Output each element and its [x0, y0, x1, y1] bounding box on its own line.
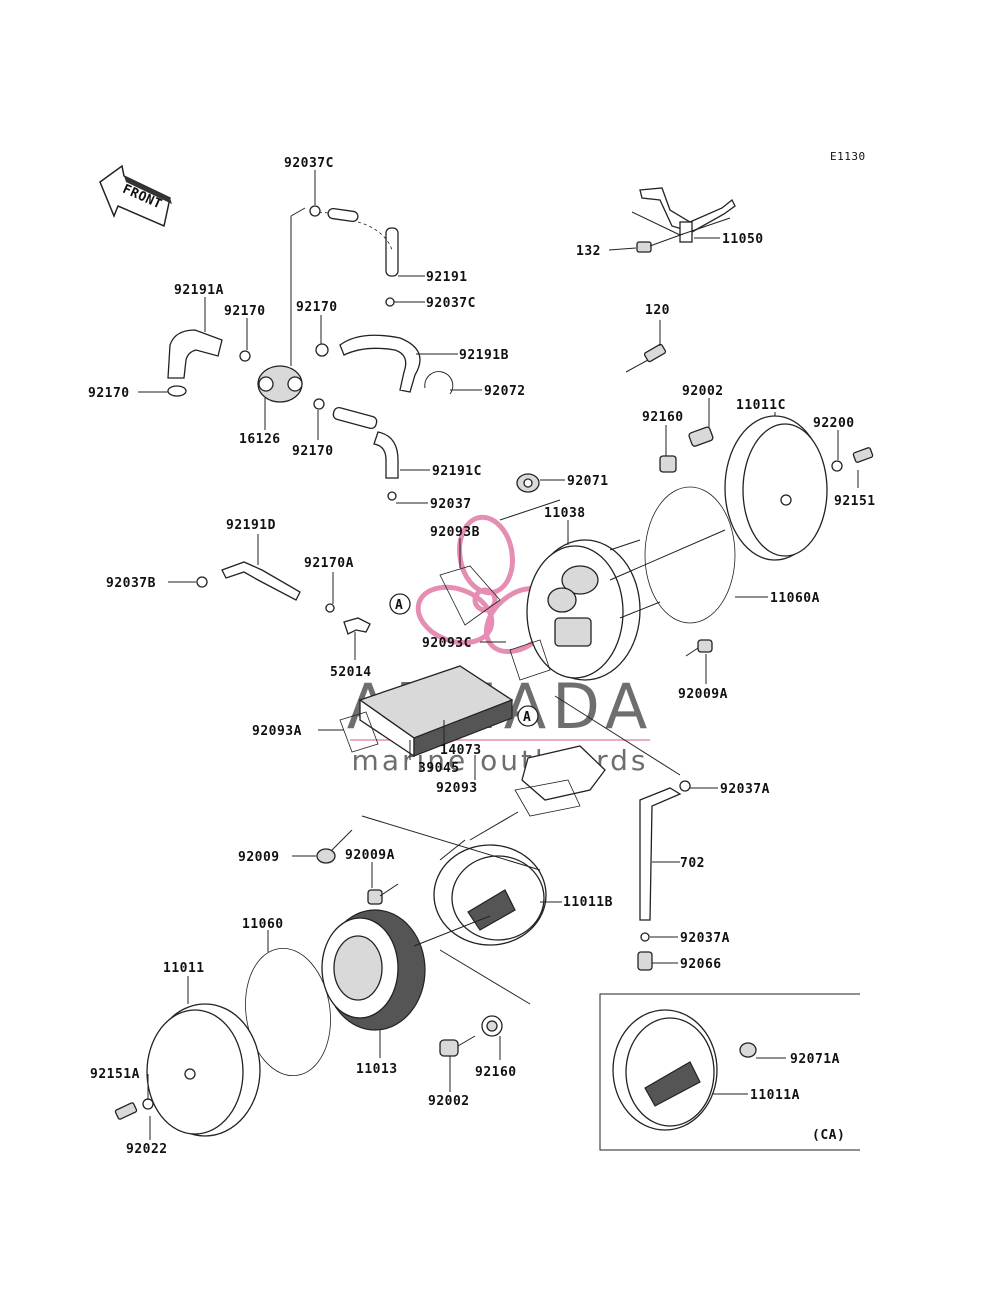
- label-92200: 92200: [813, 416, 855, 431]
- label-92170-d: 92170: [292, 444, 334, 459]
- base-plate-11038: [439, 539, 641, 681]
- gasket-11060: [245, 947, 331, 1077]
- part-labels: 92037C 92191 92037C 92191A 92170 92170 9…: [88, 156, 876, 1157]
- label-92037A-bottom: 92037A: [680, 931, 730, 946]
- element-11013: [321, 909, 426, 1031]
- label-92093A: 92093A: [252, 724, 302, 739]
- label-92093: 92093: [436, 781, 478, 796]
- front-arrow-icon: FRONT: [99, 164, 172, 228]
- bolt-120: [625, 320, 667, 373]
- cover-11011: [114, 1003, 261, 1137]
- label-92093C: 92093C: [422, 636, 472, 651]
- circle-ref-a-2-label: A: [523, 710, 531, 725]
- reed-block-14073: [339, 665, 514, 758]
- tube-702: [554, 695, 691, 971]
- label-92037C-mid: 92037C: [426, 296, 476, 311]
- ca-label: (CA): [812, 1128, 845, 1143]
- label-92066: 92066: [680, 957, 722, 972]
- label-92170A: 92170A: [304, 556, 354, 571]
- bolt-92009A-upper: [685, 639, 713, 657]
- label-92002-bottom: 92002: [428, 1094, 470, 1109]
- ca-inset: (CA): [599, 993, 860, 1151]
- label-92072: 92072: [484, 384, 526, 399]
- label-92191: 92191: [426, 270, 468, 285]
- label-92093B: 92093B: [430, 525, 480, 540]
- label-92191A: 92191A: [174, 283, 224, 298]
- label-92191C: 92191C: [432, 464, 482, 479]
- label-14073: 14073: [440, 743, 482, 758]
- cover-11011C: [659, 415, 874, 561]
- label-92160-bottom: 92160: [475, 1065, 517, 1080]
- label-92037C-top: 92037C: [284, 156, 334, 171]
- label-92170-c: 92170: [88, 386, 130, 401]
- bracket-11050: [631, 187, 736, 253]
- label-92170-a: 92170: [224, 304, 266, 319]
- label-11011: 11011: [163, 961, 205, 976]
- label-11013: 11013: [356, 1062, 398, 1077]
- adapter-92093: [514, 745, 606, 817]
- label-11011A: 11011A: [750, 1088, 800, 1103]
- label-52014: 52014: [330, 665, 372, 680]
- label-11060: 11060: [242, 917, 284, 932]
- gasket-11060A: [644, 486, 736, 624]
- label-92071: 92071: [567, 474, 609, 489]
- case-11011B: [433, 839, 547, 946]
- circle-ref-a-1: A: [389, 593, 411, 615]
- label-11050: 11050: [722, 232, 764, 247]
- label-11060A: 11060A: [770, 591, 820, 606]
- label-120: 120: [645, 303, 670, 318]
- label-92037A-top: 92037A: [720, 782, 770, 797]
- label-132: 132: [576, 244, 601, 259]
- label-92191B: 92191B: [459, 348, 509, 363]
- bolt-92002-lower: [439, 1035, 476, 1057]
- label-92022: 92022: [126, 1142, 168, 1157]
- leader-lines: [138, 170, 859, 1140]
- label-92151A: 92151A: [90, 1067, 140, 1082]
- label-92009A-upper: 92009A: [678, 687, 728, 702]
- circle-ref-a-1-label: A: [395, 598, 403, 613]
- label-92037: 92037: [430, 497, 472, 512]
- nut-92071: [516, 473, 540, 493]
- label-11011B: 11011B: [563, 895, 613, 910]
- label-11038: 11038: [544, 506, 586, 521]
- label-702: 702: [680, 856, 705, 871]
- bolt-92009A-lower: [367, 883, 399, 905]
- label-16126: 16126: [239, 432, 281, 447]
- diagram-code: E1130: [830, 150, 866, 163]
- circle-ref-a-2: A: [517, 705, 539, 727]
- label-92002-top: 92002: [682, 384, 724, 399]
- bolt-92009: [316, 829, 353, 864]
- label-92009A-lower: 92009A: [345, 848, 395, 863]
- hose-92191D: [196, 561, 371, 635]
- hose-group-top: [167, 205, 454, 501]
- collar-92160-lower: [481, 1015, 503, 1037]
- label-39045: 39045: [418, 761, 460, 776]
- label-92071A: 92071A: [790, 1052, 840, 1067]
- label-92037B: 92037B: [106, 576, 156, 591]
- label-92160-top: 92160: [642, 410, 684, 425]
- label-92170-b: 92170: [296, 300, 338, 315]
- label-92151: 92151: [834, 494, 876, 509]
- label-92191D: 92191D: [226, 518, 276, 533]
- label-92009: 92009: [238, 850, 280, 865]
- label-11011C: 11011C: [736, 398, 786, 413]
